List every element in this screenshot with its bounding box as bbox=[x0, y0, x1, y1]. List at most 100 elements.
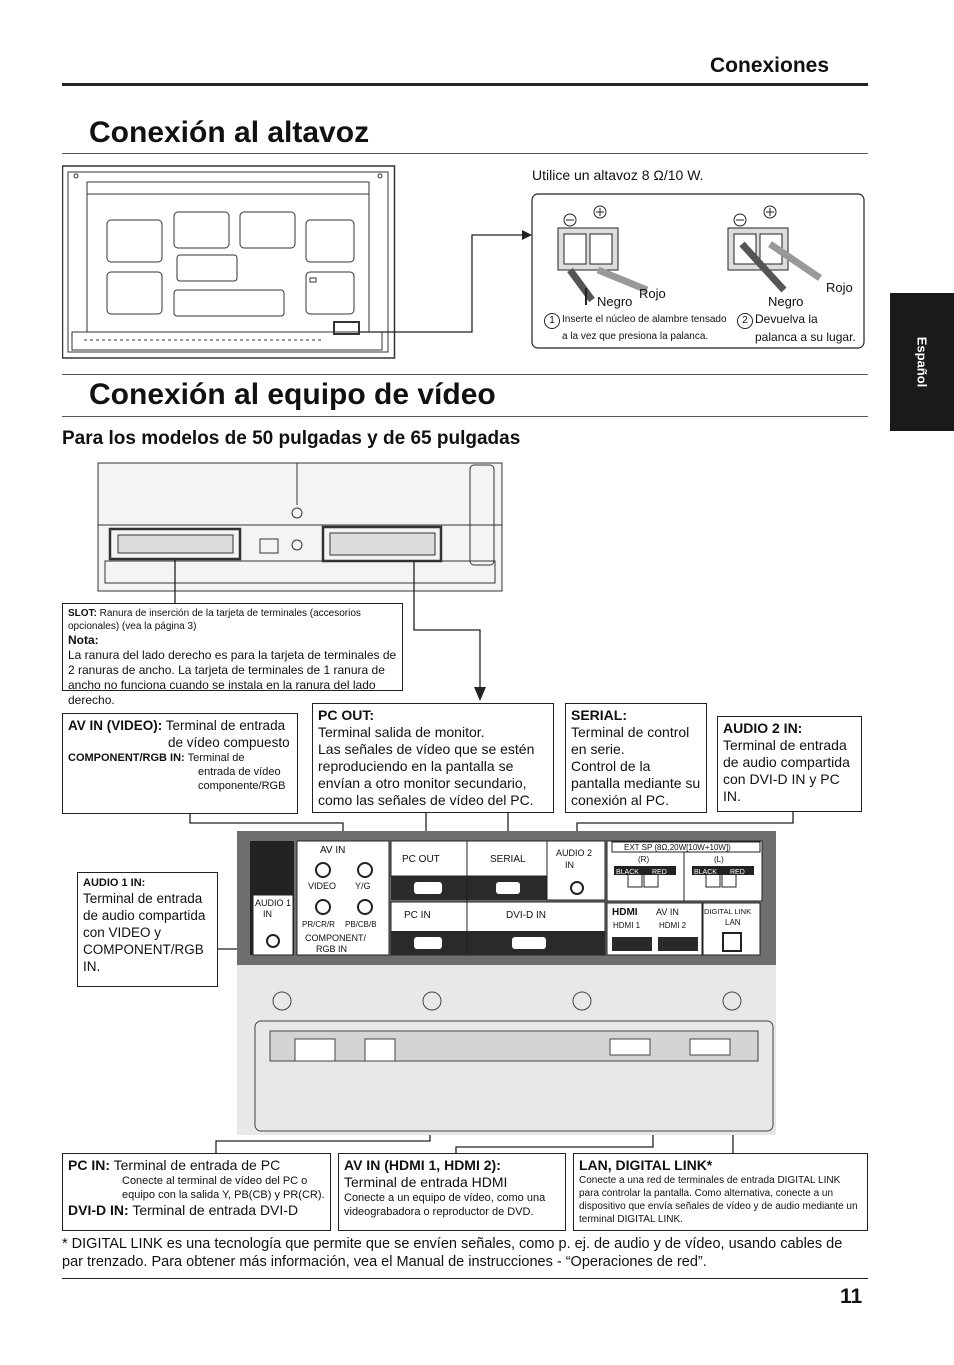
step2-text-line1: Devuelva la bbox=[755, 312, 818, 326]
hdmi-label: AV IN (HDMI 1, HDMI 2): bbox=[344, 1157, 501, 1173]
hdmi-sub: Conecte a un equipo de vídeo, como una v… bbox=[344, 1192, 546, 1218]
footer-rule bbox=[62, 1278, 868, 1279]
pc-in-description: PC IN: Terminal de entrada de PC Conecte… bbox=[62, 1153, 331, 1231]
slot-nota-text: La ranura del lado derecho es para la ta… bbox=[68, 648, 397, 707]
pc-out-text1: Terminal salida de monitor. bbox=[318, 724, 485, 740]
panel-ext-r: (R) bbox=[638, 855, 649, 864]
hdmi-description: AV IN (HDMI 1, HDMI 2): Terminal de entr… bbox=[338, 1153, 566, 1231]
lan-label: LAN, DIGITAL LINK* bbox=[579, 1157, 713, 1173]
step2-text-line2: palanca a su lugar. bbox=[755, 330, 856, 344]
video-top-rule bbox=[62, 374, 868, 375]
slot-text: Ranura de inserción de la tarjeta de ter… bbox=[68, 608, 361, 632]
panel-pc-in: PC IN bbox=[404, 910, 431, 921]
panel-pc-out: PC OUT bbox=[402, 854, 440, 865]
panel-hdmi1: HDMI 1 bbox=[613, 921, 641, 930]
pc-out-description: PC OUT: Terminal salida de monitor. Las … bbox=[312, 703, 554, 813]
panel-audio2: AUDIO 2 bbox=[556, 848, 592, 858]
tv-rear-image bbox=[62, 165, 396, 359]
panel-av-in-hdmi: AV IN bbox=[656, 907, 679, 917]
slot-label: SLOT: bbox=[68, 608, 97, 619]
panel-audio1-in: IN bbox=[263, 909, 272, 919]
audio1-label: AUDIO 1 IN: bbox=[83, 877, 146, 889]
serial-text1: Terminal de control en serie. bbox=[571, 724, 690, 757]
pc-in-sub1: Conecte al terminal de vídeo del PC o bbox=[122, 1175, 308, 1187]
panel-hdmi-logo: HDMI bbox=[612, 907, 638, 918]
right-black-label: Negro bbox=[768, 294, 804, 309]
audio2-text: Terminal de entrada de audio compartida … bbox=[723, 737, 850, 804]
serial-label: SERIAL: bbox=[571, 707, 627, 723]
av-in-text2: de vídeo compuesto bbox=[168, 735, 290, 750]
component-text3: componente/RGB bbox=[198, 780, 286, 792]
panel-black-r: BLACK bbox=[616, 869, 639, 876]
panel-black-l: BLACK bbox=[694, 869, 717, 876]
speaker-terminal-left bbox=[557, 205, 649, 305]
left-black-label: Negro bbox=[597, 294, 633, 309]
panel-serial: SERIAL bbox=[490, 854, 526, 865]
serial-description: SERIAL: Terminal de control en serie. Co… bbox=[565, 703, 707, 813]
hdmi-text: Terminal de entrada HDMI bbox=[344, 1174, 508, 1190]
panel-red-l: RED bbox=[730, 869, 745, 876]
section-header: Conexiones bbox=[710, 54, 830, 77]
panel-pb: PB/CB/B bbox=[345, 920, 377, 929]
panel-rgb-in: RGB IN bbox=[316, 944, 347, 954]
header-rule bbox=[62, 83, 868, 86]
step2-number: 2 bbox=[737, 313, 753, 329]
slot-description: SLOT: Ranura de inserción de la tarjeta … bbox=[62, 603, 403, 707]
panel-av-in: AV IN bbox=[320, 845, 345, 856]
panel-component: COMPONENT/ bbox=[305, 933, 367, 943]
panel-red-r: RED bbox=[652, 869, 667, 876]
lan-text: Conecte a una red de terminales de entra… bbox=[579, 1175, 858, 1225]
panel-video: VIDEO bbox=[308, 881, 336, 891]
speaker-title: Conexión al altavoz bbox=[89, 116, 370, 149]
language-tab: Español bbox=[890, 293, 954, 431]
speaker-terminal-right bbox=[727, 205, 822, 293]
av-in-description: AV IN (VIDEO): Terminal de entrada de ví… bbox=[62, 713, 298, 814]
video-title-rule bbox=[62, 416, 868, 417]
step1-text-line1: Inserte el núcleo de alambre tensado bbox=[562, 314, 727, 325]
component-label: COMPONENT/RGB IN: bbox=[68, 752, 185, 764]
pc-in-label: PC IN: bbox=[68, 1157, 110, 1173]
panel-digital-link: DIGITAL LINK bbox=[704, 907, 751, 916]
panel-lan: LAN bbox=[725, 918, 741, 927]
pc-in-sub2: equipo con la salida Y, PB(CB) y PR(CR). bbox=[122, 1189, 325, 1201]
page-number: 11 bbox=[840, 1285, 863, 1308]
footnote: * DIGITAL LINK es una tecnología que per… bbox=[62, 1236, 843, 1270]
tv-rear-bottom bbox=[237, 965, 776, 1135]
terminal-diagram: AV IN VIDEO Y/G PR/CR/R PB/CB/B COMPONEN… bbox=[97, 462, 794, 1153]
right-red-label: Rojo bbox=[826, 280, 853, 295]
panel-hdmi2: HDMI 2 bbox=[659, 921, 687, 930]
speaker-diagram bbox=[62, 165, 865, 359]
audio2-label: AUDIO 2 IN: bbox=[723, 720, 803, 736]
pc-in-text: Terminal de entrada de PC bbox=[113, 1157, 281, 1173]
panel-ext-sp: EXT SP (8Ω,20W[10W+10W]) bbox=[624, 843, 731, 852]
dvi-in-text: Terminal de entrada DVI-D bbox=[132, 1202, 299, 1218]
audio1-description: AUDIO 1 IN: Terminal de entrada de audio… bbox=[77, 872, 218, 987]
panel-yg: Y/G bbox=[355, 881, 371, 891]
panel-pr: PR/CR/R bbox=[302, 920, 335, 929]
video-title: Conexión al equipo de vídeo bbox=[89, 378, 496, 411]
pc-out-text2: Las señales de vídeo que se estén reprod… bbox=[318, 741, 535, 808]
audio1-text: Terminal de entrada de audio compartida … bbox=[83, 891, 206, 974]
audio2-description: AUDIO 2 IN: Terminal de entrada de audio… bbox=[717, 716, 862, 812]
panel-audio1: AUDIO 1 bbox=[255, 898, 291, 908]
left-red-label: Rojo bbox=[639, 286, 666, 301]
speaker-note: Utilice un altavoz 8 Ω/10 W. bbox=[532, 167, 704, 183]
slot-nota-label: Nota: bbox=[68, 633, 99, 647]
panel-audio2-in: IN bbox=[565, 860, 574, 870]
tv-rear-top bbox=[97, 462, 503, 592]
av-in-label: AV IN (VIDEO): bbox=[68, 718, 163, 733]
lan-description: LAN, DIGITAL LINK* Conecte a una red de … bbox=[573, 1153, 868, 1231]
dvi-in-label: DVI-D IN: bbox=[68, 1202, 129, 1218]
step1-number: 1 bbox=[544, 313, 560, 329]
speaker-title-rule bbox=[62, 153, 868, 154]
panel-dvi-in: DVI-D IN bbox=[506, 910, 546, 921]
serial-text2: Control de la pantalla mediante su conex… bbox=[571, 758, 701, 808]
terminal-panel bbox=[237, 831, 776, 965]
component-text1: Terminal de bbox=[187, 752, 245, 764]
av-in-text1: Terminal de entrada bbox=[165, 718, 286, 733]
panel-ext-l: (L) bbox=[714, 855, 724, 864]
step1-text-line2: a la vez que presiona la palanca. bbox=[562, 331, 709, 342]
component-text2: entrada de vídeo bbox=[198, 766, 281, 778]
pc-out-label: PC OUT: bbox=[318, 707, 374, 723]
video-subtitle: Para los modelos de 50 pulgadas y de 65 … bbox=[62, 428, 521, 449]
